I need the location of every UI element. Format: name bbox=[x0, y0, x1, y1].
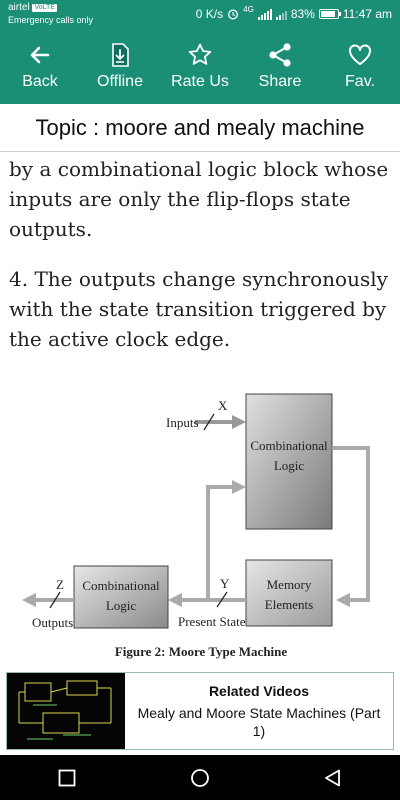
topic-title: Topic : moore and mealy machine bbox=[35, 114, 365, 140]
feedback-path-up bbox=[206, 485, 232, 600]
inputs-slash bbox=[203, 413, 215, 431]
feedback-path-right bbox=[332, 446, 370, 602]
home-button[interactable] bbox=[170, 758, 230, 798]
moore-diagram: Inputs X Combinational Logic Memory Elem… bbox=[22, 393, 370, 659]
volte-badge: VoLTE bbox=[32, 4, 57, 12]
comb-top-line1: Combinational bbox=[250, 438, 328, 453]
article-content[interactable]: by a combinational logic block whose inp… bbox=[0, 152, 400, 672]
rate-us-button[interactable]: Rate Us bbox=[160, 28, 240, 104]
heart-icon bbox=[349, 44, 371, 65]
share-button[interactable]: Share bbox=[240, 28, 320, 104]
related-video-meta[interactable]: Related Videos Mealy and Moore State Mac… bbox=[125, 673, 393, 749]
back-nav-button[interactable] bbox=[303, 758, 363, 798]
recents-button[interactable] bbox=[37, 758, 97, 798]
memory-elements-box bbox=[245, 559, 333, 627]
feedback-arrowhead-right bbox=[336, 593, 350, 607]
status-bar: airtel VoLTE Emergency calls only 0 K/s … bbox=[0, 0, 400, 28]
alarm-icon bbox=[228, 9, 239, 20]
arrow-left-icon bbox=[30, 46, 50, 64]
favorite-label: Fav. bbox=[345, 73, 375, 90]
comb-top-line2: Logic bbox=[274, 458, 305, 473]
memory-line1: Memory bbox=[267, 577, 312, 592]
download-file-icon bbox=[112, 43, 129, 67]
paragraph-2: 4. The outputs change synchronously with… bbox=[9, 267, 388, 351]
signal-icon-2 bbox=[275, 8, 287, 20]
app-toolbar: Back Offline Rate Us Share Fav. bbox=[0, 28, 400, 104]
related-video-title[interactable]: Mealy and Moore State Machines (Part 1) bbox=[137, 705, 381, 739]
status-right: 0 K/s 4G 83% 11:47 am bbox=[196, 6, 392, 22]
network-type: 4G bbox=[243, 5, 254, 14]
offline-button[interactable]: Offline bbox=[80, 28, 160, 104]
combinational-logic-left-box bbox=[73, 565, 169, 629]
related-videos-heading: Related Videos bbox=[208, 683, 310, 699]
paragraph-1: by a combinational logic block whose inp… bbox=[9, 157, 389, 241]
x-label: X bbox=[218, 398, 228, 413]
related-video-card[interactable]: Related Videos Mealy and Moore State Mac… bbox=[6, 672, 394, 750]
topic-header: Topic : moore and mealy machine bbox=[0, 104, 400, 152]
inputs-label: Inputs bbox=[166, 415, 199, 430]
present-state-label: Present State bbox=[178, 614, 246, 629]
star-icon bbox=[188, 43, 212, 65]
triangle-back-icon bbox=[325, 769, 341, 786]
figure-caption: Figure 2: Moore Type Machine bbox=[115, 644, 288, 659]
emergency-text: Emergency calls only bbox=[8, 15, 94, 25]
inputs-arrowhead bbox=[232, 415, 246, 429]
comb-left-line1: Combinational bbox=[82, 578, 160, 593]
circle-icon bbox=[191, 768, 209, 787]
square-icon bbox=[58, 769, 76, 786]
share-label: Share bbox=[258, 73, 302, 90]
combinational-logic-top-box bbox=[245, 393, 333, 530]
rate-us-label: Rate Us bbox=[171, 73, 229, 90]
battery-percent: 83% bbox=[290, 7, 315, 21]
favorite-button[interactable]: Fav. bbox=[320, 28, 400, 104]
signal-icon bbox=[257, 8, 272, 20]
moore-machine-figure: Inputs X Combinational Logic Memory Elem… bbox=[20, 392, 380, 667]
video-thumbnail[interactable] bbox=[7, 673, 125, 749]
carrier-info: airtel VoLTE bbox=[8, 2, 57, 14]
battery-icon bbox=[318, 9, 341, 19]
back-label: Back bbox=[22, 73, 58, 90]
outputs-arrowhead bbox=[22, 593, 36, 607]
z-label: Z bbox=[56, 577, 64, 592]
video-thumbnail-art bbox=[7, 673, 125, 749]
z-slash bbox=[49, 591, 61, 609]
carrier-name: airtel bbox=[8, 2, 30, 13]
memory-line2: Elements bbox=[265, 597, 313, 612]
y-slash bbox=[216, 591, 228, 608]
clock-time: 11:47 am bbox=[342, 7, 392, 21]
network-speed: 0 K/s bbox=[195, 7, 224, 21]
back-button[interactable]: Back bbox=[0, 28, 80, 104]
comb-left-line2: Logic bbox=[106, 598, 137, 613]
outputs-label: Outputs bbox=[32, 615, 73, 630]
y-label: Y bbox=[220, 576, 230, 591]
system-nav-bar bbox=[0, 755, 400, 800]
present-state-arrowhead bbox=[168, 593, 182, 607]
share-icon bbox=[269, 43, 291, 67]
offline-label: Offline bbox=[97, 73, 143, 90]
feedback-arrowhead-up bbox=[232, 480, 246, 494]
